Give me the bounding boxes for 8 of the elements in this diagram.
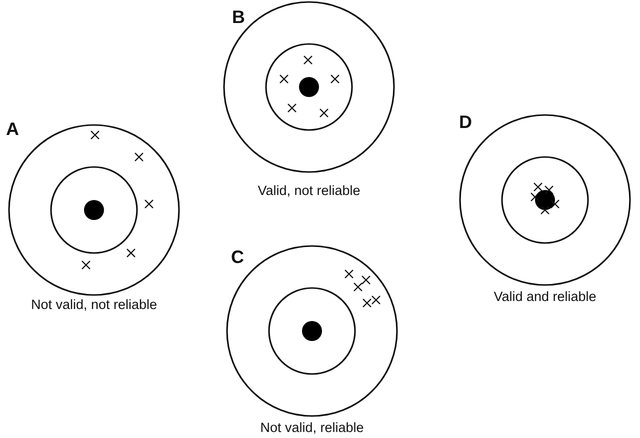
node-label: Not valid, not reliable [30,297,158,313]
panel-letter: D [459,113,472,131]
node-label: Valid, not reliable [258,183,360,199]
node-label: Valid and reliable [494,289,596,305]
panel-letter: C [231,248,244,266]
panel-letter: A [6,120,19,138]
node-label: Not valid, reliable [260,420,364,436]
panel-letter: B [232,8,245,26]
